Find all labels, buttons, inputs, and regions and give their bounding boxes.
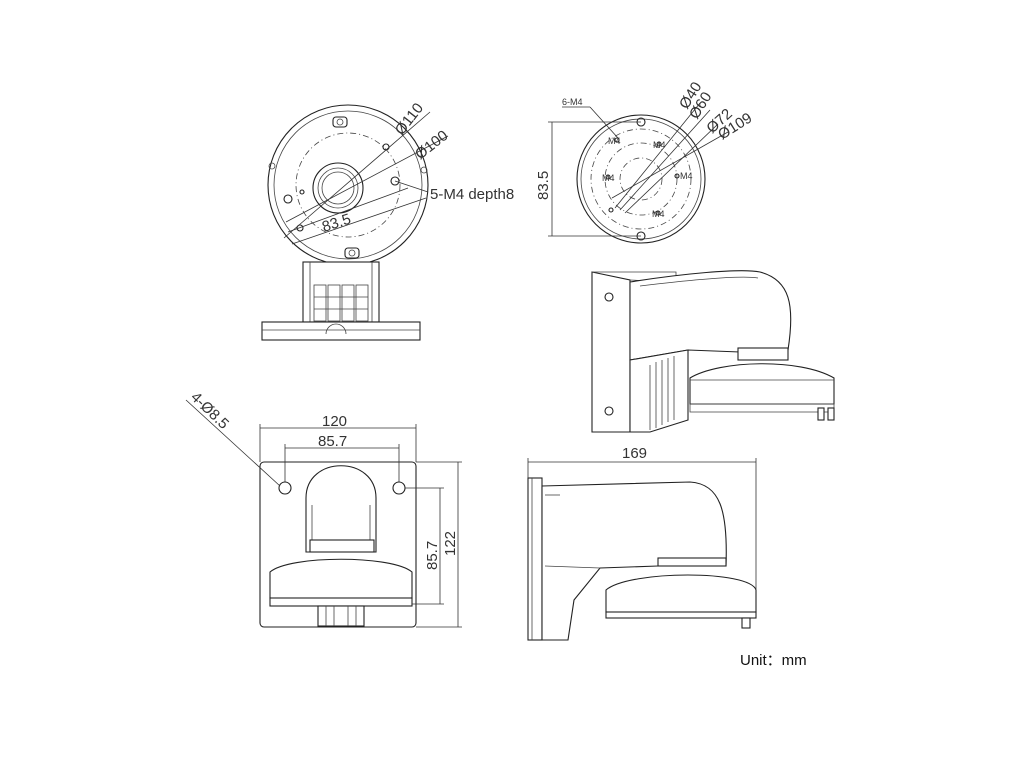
svg-text:M4: M4 [608, 136, 621, 146]
svg-text:M4: M4 [653, 140, 666, 150]
camera-mount-face-view: M4 M4 M4 M4 M4 6-M4 Ø40 Ø60 Ø72 Ø109 83.… [535, 79, 755, 244]
isometric-bracket-view [591, 270, 835, 433]
svg-text:M4: M4 [602, 173, 615, 183]
label-height-122: 122 [442, 531, 459, 556]
round-base-view: Ø110 Ø100 83.5 5-M4 depth8 [261, 100, 514, 341]
label-holes-4-dia-8-5: 4-Ø8.5 [187, 389, 232, 433]
side-view: 169 [527, 445, 757, 641]
front-view: 120 85.7 85.7 122 4-Ø8.5 [185, 389, 462, 628]
label-holes-5m4: 5-M4 depth8 [430, 186, 514, 203]
label-hole-spacing-h: 85.7 [318, 433, 347, 450]
svg-text:M4: M4 [680, 171, 693, 181]
label-bolt-circle: 83.5 [320, 211, 353, 236]
label-width-120: 120 [322, 413, 347, 430]
label-vertical-83-5: 83.5 [535, 171, 552, 200]
label-hole-spacing-v: 85.7 [424, 541, 441, 570]
label-dia-100: Ø100 [412, 127, 451, 163]
unit-label: Unit：mm [740, 652, 807, 669]
label-length-169: 169 [622, 445, 647, 462]
svg-text:M4: M4 [652, 209, 665, 219]
label-holes-6m4: 6-M4 [562, 97, 583, 107]
